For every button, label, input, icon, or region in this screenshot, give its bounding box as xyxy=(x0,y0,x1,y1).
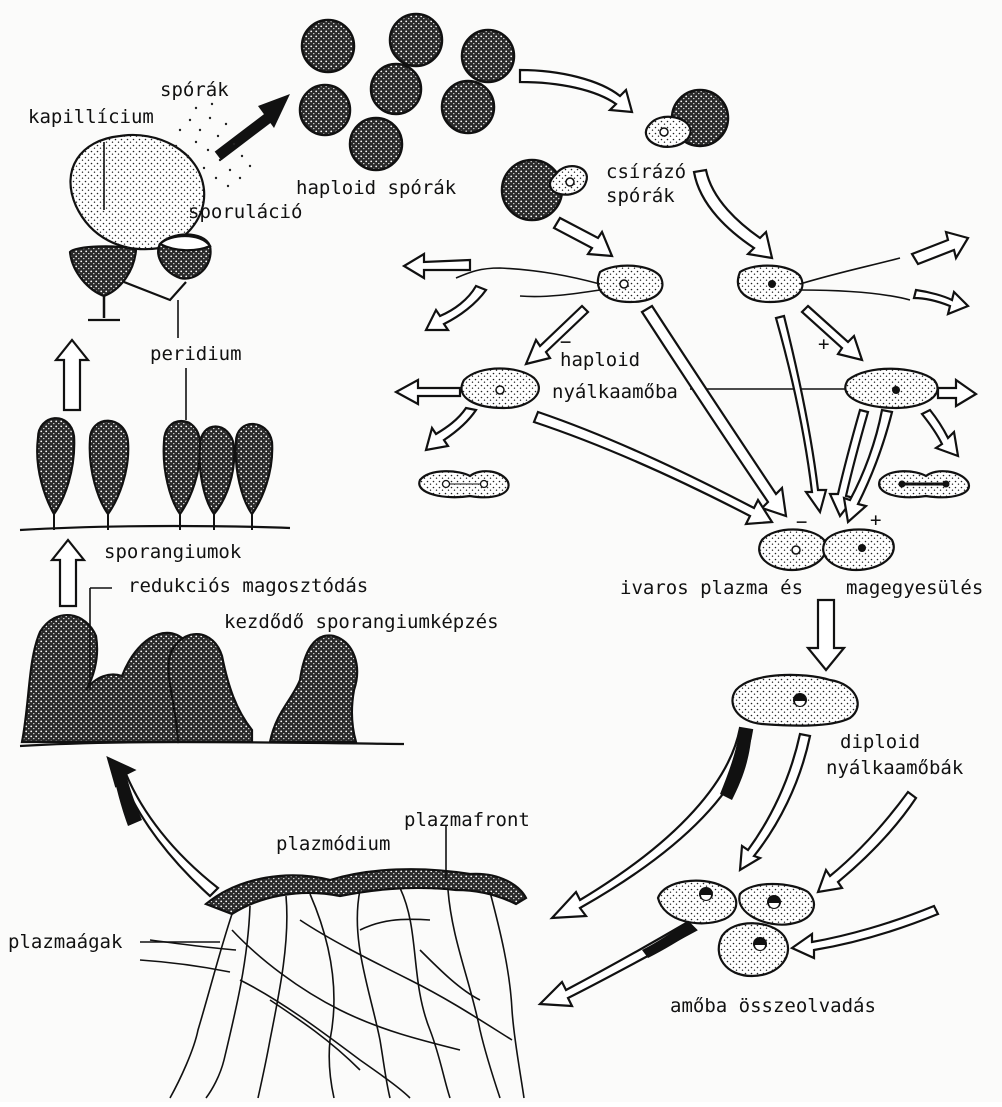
label-plazmafront: plazmafront xyxy=(404,809,530,831)
spore xyxy=(440,79,496,135)
fusing-gametes xyxy=(758,528,895,572)
converge-arrow xyxy=(774,314,828,515)
label-plazmodium: plazmódium xyxy=(276,833,390,855)
minus-mark-haploid: − xyxy=(560,331,571,353)
fusing-diploid-amoebae xyxy=(656,879,816,978)
converge-arrow xyxy=(842,408,894,525)
haploid-spores xyxy=(298,12,516,172)
diploid-to-fusion-arrow xyxy=(789,904,940,960)
fusion-to-diploid-arrow xyxy=(805,598,847,672)
germinating-spores xyxy=(500,88,730,222)
develop-arrow xyxy=(49,538,87,608)
haploid-myxamoeba-minus xyxy=(460,367,540,410)
diploid-to-plasmodium-arrow xyxy=(549,726,754,920)
label-sporangiumok: sporangiumok xyxy=(104,541,242,563)
germination-arrow-right xyxy=(692,168,774,260)
peridium-leader-upper xyxy=(123,280,187,302)
spore xyxy=(298,83,352,137)
label-csirazo-sporak: spórák xyxy=(606,185,675,207)
spore xyxy=(388,12,444,68)
label-ivaros: ivaros plazma és xyxy=(620,577,803,599)
converge-arrow xyxy=(532,410,774,526)
label-kezdodo: kezdődő sporangiumképzés xyxy=(224,611,499,633)
label-diploid: diploid xyxy=(840,731,920,753)
fusion-to-plasmodium-arrow xyxy=(537,920,698,1008)
spore xyxy=(300,18,356,74)
label-haploid-sporak: haploid spórák xyxy=(296,177,457,199)
diploid-to-fusion-arrow xyxy=(738,732,812,873)
plasmodium-to-sporangia-arrow xyxy=(106,755,220,898)
haploid-myxamoeba-plus xyxy=(844,367,939,410)
label-sporulacio: sporuláció xyxy=(188,201,302,223)
label-nyalkaamoba: nyálkaamőba xyxy=(552,381,678,403)
dividing-haploid-cells-right xyxy=(878,470,971,499)
spores-to-germinating-arrow xyxy=(518,68,634,114)
plus-mark-haploid: + xyxy=(818,333,829,355)
germination-arrow-left xyxy=(552,216,614,258)
flagellate-arrow xyxy=(912,288,970,316)
minus-mark-fusion: − xyxy=(796,511,807,533)
label-csirazo: csírázó xyxy=(606,161,686,183)
division-arrow xyxy=(920,408,960,458)
plus-mark-fusion: + xyxy=(870,509,881,531)
converge-arrow xyxy=(828,408,870,519)
sporulating-sporangium xyxy=(68,133,212,322)
sporulation-to-spores-arrow xyxy=(214,94,290,161)
label-redukcios: redukciós magosztódás xyxy=(128,575,368,597)
division-arrow xyxy=(936,377,979,408)
label-amoba-osszeolvadas: amőba összeolvadás xyxy=(670,995,876,1017)
label-magegyesules: magegyesülés xyxy=(846,577,983,599)
spore xyxy=(369,62,423,116)
spore-cloud xyxy=(174,102,252,188)
mature-arrow xyxy=(53,338,91,412)
mature-sporangia xyxy=(19,417,291,532)
division-arrow xyxy=(424,406,478,452)
haploid-amoeba-plus xyxy=(736,257,911,304)
spore xyxy=(460,28,516,84)
transform-arrow-minus xyxy=(524,304,590,366)
label-kapillicium: kapillícium xyxy=(28,106,154,128)
plasmodium xyxy=(139,868,528,1099)
label-plazmaagak: plazmaágak xyxy=(8,931,123,953)
label-haploid: haploid xyxy=(560,349,640,371)
division-arrow xyxy=(393,378,462,406)
converge-arrow xyxy=(640,304,788,518)
label-peridium: peridium xyxy=(150,343,242,365)
flagellate-arrow xyxy=(401,252,472,280)
dividing-haploid-cells-left xyxy=(418,470,510,499)
label-nyalkaamobak: nyálkaamőbák xyxy=(826,757,964,779)
diploid-amoeba xyxy=(731,673,859,727)
spore xyxy=(348,116,404,172)
diploid-to-fusion-arrow xyxy=(816,790,918,894)
flagellate-arrow xyxy=(910,230,970,266)
label-sporak: spórák xyxy=(160,79,229,101)
flagellate-arrow xyxy=(424,284,488,332)
haploid-amoeba-minus xyxy=(455,264,664,304)
developing-sporangia xyxy=(19,614,405,748)
transform-arrow-plus xyxy=(800,304,864,362)
